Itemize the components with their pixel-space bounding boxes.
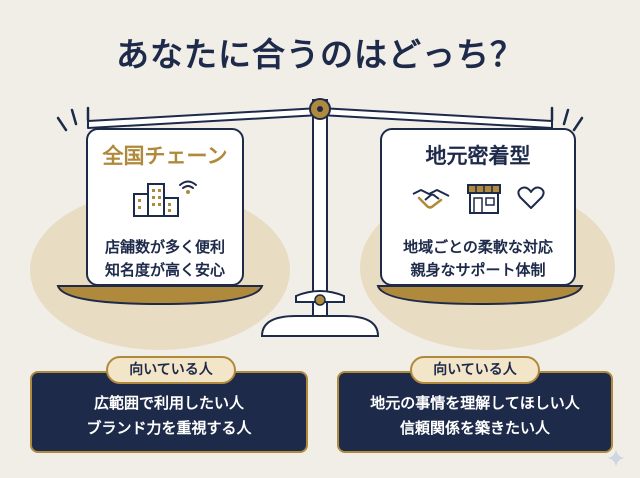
local-business-feature: 親身なサポート体制: [410, 261, 546, 279]
handshake-icon: [411, 182, 451, 218]
local-business-suited-label: 向いている人: [410, 356, 540, 384]
local-business-card: 地元密着型 地域ごとの柔軟な対応: [380, 128, 576, 286]
storefront-icon: [465, 181, 503, 219]
sparkle-icon: [607, 449, 625, 467]
local-business-heading: 地元密着型: [425, 144, 531, 168]
national-chain-suited-line: 広範囲で利用したい人: [93, 394, 244, 412]
right-scale-pan: [376, 285, 584, 306]
left-sparkle-lines: [56, 106, 90, 132]
right-sparkle-lines: [550, 106, 584, 132]
local-business-feature: 地域ごとの柔軟な対応: [403, 238, 553, 256]
national-chain-suited-label: 向いている人: [106, 356, 236, 384]
scale-pillar: [312, 99, 328, 323]
national-chain-card: 全国チェーン 店舗数が多: [86, 128, 244, 286]
national-chain-heading: 全国チェーン: [102, 144, 228, 168]
heart-icon: [517, 185, 545, 215]
national-chain-feature: 店舗数が多く便利: [104, 238, 225, 256]
national-chain-suited-line: ブランド力を重視する人: [86, 419, 252, 437]
office-buildings-icon: [132, 178, 182, 222]
page-title: あなたに合うのはどっち？: [116, 35, 524, 74]
wifi-icon: [178, 179, 198, 199]
left-scale-pan: [56, 285, 264, 306]
local-business-suited-line: 地元の事情を理解してほしい人: [370, 394, 580, 412]
national-chain-feature: 知名度が高く安心: [104, 261, 225, 279]
local-business-suited-panel: 地元の事情を理解してほしい人 信頼関係を築きたい人: [337, 371, 613, 453]
local-business-suited-line: 信頼関係を築きたい人: [399, 419, 550, 437]
scale-base: [260, 315, 380, 337]
